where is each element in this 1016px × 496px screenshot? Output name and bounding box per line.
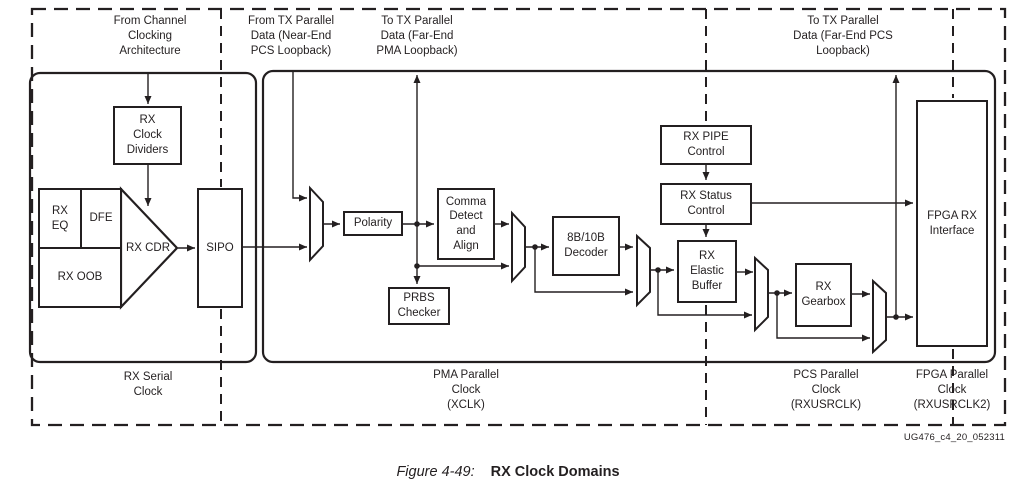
wire-elastic-bypass-to-mux4: [657, 270, 752, 319]
block-dfe: DFE: [80, 188, 122, 249]
label-from-channel-clocking: From Channel Clocking Architecture: [113, 15, 187, 58]
block-rx-eq: RX EQ: [38, 188, 82, 249]
mux-decoder-bypass: [636, 233, 651, 308]
mux-gearbox-bypass: [872, 278, 887, 355]
block-rx-pipe-control: RX PIPE Control: [660, 125, 752, 165]
figure-caption-title: RX Clock Domains: [490, 464, 620, 480]
label-from-tx-near-end-pcs-loopback: From TX Parallel Data (Near-End PCS Loop…: [247, 15, 335, 58]
mux-elastic-bypass: [754, 255, 769, 333]
junction-decoder-in: [532, 244, 538, 250]
wire-near-end-loopback-to-mux1: [292, 71, 307, 202]
block-rx-elastic-buffer: RX Elastic Buffer: [677, 240, 737, 303]
wire-decoder-bypass-to-mux3: [534, 247, 633, 296]
block-rx-gearbox: RX Gearbox: [795, 263, 852, 327]
label-rx-cdr: RX CDR: [125, 242, 171, 254]
label-pma-parallel-clock-xclk: PMA Parallel Clock (XCLK): [433, 369, 499, 412]
mux-loopback-input: [309, 185, 324, 263]
block-fpga-rx-interface: FPGA RX Interface: [916, 100, 988, 347]
block-sipo: SIPO: [197, 188, 243, 308]
junction-prbs-branch: [414, 263, 420, 269]
label-pcs-parallel-clock-rxusrclk: PCS Parallel Clock (RXUSRCLK): [790, 369, 862, 412]
mux-comma-bypass: [511, 210, 526, 284]
block-rx-status-control: RX Status Control: [660, 183, 752, 225]
pma-analog-region-outline: [28, 71, 258, 364]
label-fpga-parallel-clock-rxusrclk2: FPGA Parallel Clock (RXUSRCLK2): [913, 369, 991, 412]
label-to-tx-far-end-pcs-loopback: To TX Parallel Data (Far-End PCS Loopbac…: [793, 15, 893, 58]
junction-fpga-in: [893, 314, 899, 320]
block-polarity: Polarity: [343, 211, 403, 236]
wire-gearbox-bypass-to-mux5: [776, 293, 870, 342]
label-rx-serial-clock: RX Serial Clock: [123, 371, 173, 399]
pcs-region-outline: [261, 69, 997, 364]
figure-caption: Figure 4-49: RX Clock Domains: [0, 464, 1016, 480]
block-8b10b-decoder: 8B/10B Decoder: [552, 216, 620, 276]
block-prbs-checker: PRBS Checker: [388, 287, 450, 325]
figure-caption-number: Figure 4-49:: [396, 464, 475, 480]
junction-polarity-out: [414, 221, 420, 227]
block-comma-detect-align: Comma Detect and Align: [437, 188, 495, 260]
clock-domain-dashed-border: [30, 7, 1007, 427]
junction-gearbox-in: [774, 290, 780, 296]
block-rx-clock-dividers: RX Clock Dividers: [113, 106, 182, 165]
document-watermark: UG476_c4_20_052311: [903, 432, 1005, 443]
block-rx-oob: RX OOB: [38, 247, 122, 308]
junction-elastic-in: [655, 267, 661, 273]
label-to-tx-far-end-pma-loopback: To TX Parallel Data (Far-End PMA Loopbac…: [376, 15, 458, 58]
